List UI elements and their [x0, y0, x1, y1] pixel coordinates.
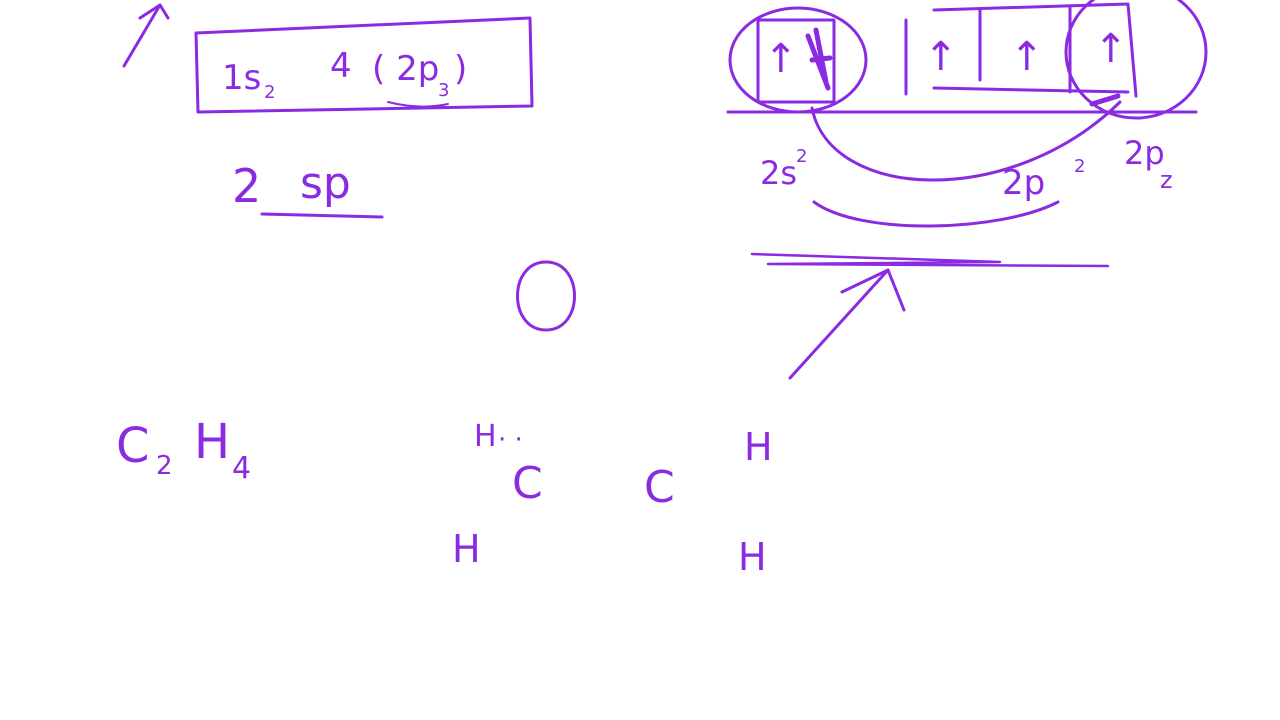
spin-arrow-2pz: ↑ — [1094, 26, 1128, 72]
spin-arrow-2s: ↑ — [764, 36, 798, 82]
term-2p: ( 2p — [372, 49, 439, 89]
formula-hydrogen: H — [194, 414, 230, 470]
label-2p: 2p — [1002, 163, 1045, 203]
term-2p-sub: 3 — [438, 80, 449, 101]
pointer-arrow-top-left — [122, 3, 170, 68]
atom-h-top-right: H — [744, 425, 773, 469]
atom-h-bottom-right: H — [738, 535, 767, 579]
hybrid-label: sp — [300, 158, 351, 209]
promotion-curve — [810, 100, 1122, 182]
left-config-box — [194, 16, 534, 114]
atom-h-top-left: H — [474, 419, 497, 454]
label-2s: 2s — [760, 154, 797, 192]
formula-carbon: C — [116, 418, 150, 474]
orbital-box-2s — [756, 18, 836, 104]
term-1s-sub: 2 — [264, 82, 275, 103]
label-2p-sup: 2 — [1074, 156, 1085, 177]
atom-h-bottom-left: H — [452, 527, 481, 571]
scribble-mark — [805, 27, 833, 91]
term-4: 4 — [330, 46, 352, 86]
spin-arrow-2px: ↑ — [924, 34, 958, 80]
hybrid-underline — [260, 212, 384, 219]
hybrid-coefficient: 2 — [232, 159, 261, 213]
term-1s: 1s — [222, 58, 261, 98]
circle-2pz-orbital — [1064, 0, 1208, 120]
label-2pz: 2p — [1124, 134, 1165, 172]
orbital-diagram — [726, 0, 1208, 120]
electron-dots: · · — [498, 425, 523, 455]
lower-energy-lines — [750, 252, 1110, 268]
atom-c-right: C — [644, 462, 675, 513]
orbital-boxes-2p — [904, 2, 1138, 98]
atom-c-left: C — [512, 458, 543, 509]
spin-arrow-2py: ↑ — [1010, 34, 1044, 80]
formula-hydrogen-sub: 4 — [232, 451, 251, 486]
pointer-arrow-bottom — [788, 268, 906, 380]
formula-carbon-sub: 2 — [156, 451, 173, 481]
scribble-mark-2 — [1089, 93, 1121, 107]
circle-2s-orbital — [728, 6, 868, 114]
promotion-curve-lower — [812, 200, 1060, 228]
term-close-paren: ) — [454, 49, 467, 89]
circle-sketch — [516, 260, 576, 332]
label-2pz-sub: z — [1160, 166, 1173, 194]
label-2s-sup: 2 — [796, 146, 807, 167]
